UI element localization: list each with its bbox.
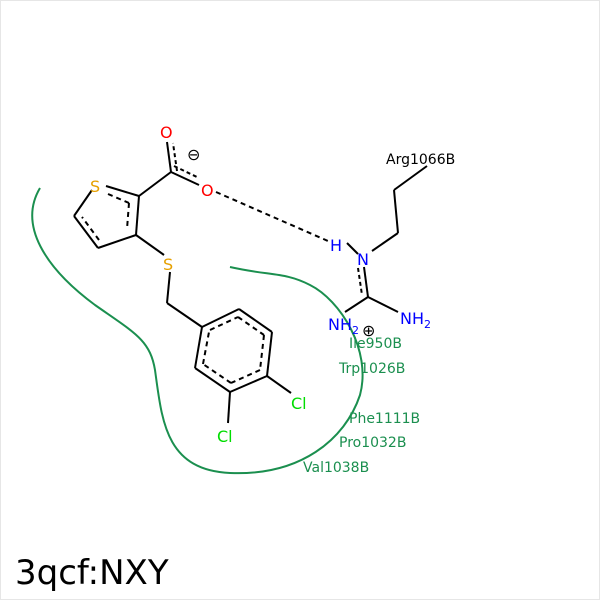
arginine-nitrogen-label: N — [357, 250, 369, 269]
thioether-sulfur-label: S — [163, 255, 173, 274]
structure-caption: 3qcf:NXY — [15, 553, 169, 593]
residue-arg-label: Arg1066B — [386, 152, 455, 168]
residue-trp-label: Trp1026B — [338, 361, 405, 377]
hydrophobic-contact-curve — [31, 187, 364, 475]
residue-ile-label: Ile950B — [349, 336, 402, 352]
hydrogen-bond — [215, 191, 329, 242]
amine-right-label: NH2 — [400, 309, 431, 331]
arginine-bonds — [344, 165, 428, 313]
carbonyl-oxygen-label: O — [160, 123, 173, 142]
negative-charge-symbol: ⊖ — [187, 145, 200, 164]
positive-charge-symbol: ⊕ — [362, 321, 375, 340]
thiophene-sulfur-label: S — [90, 177, 100, 196]
ligand-bonds — [73, 141, 292, 424]
residue-val-label: Val1038B — [303, 460, 369, 476]
residue-pro-label: Pro1032B — [339, 435, 406, 451]
arginine-hydrogen-label: H — [330, 236, 342, 255]
carboxylate-oxygen-label: O — [201, 181, 214, 200]
chlorine-label-right: Cl — [291, 394, 307, 413]
residue-phe-label: Phe1111B — [349, 411, 420, 427]
amine-left-label: NH2 — [328, 315, 359, 337]
chlorine-label-bottom: Cl — [217, 427, 233, 446]
